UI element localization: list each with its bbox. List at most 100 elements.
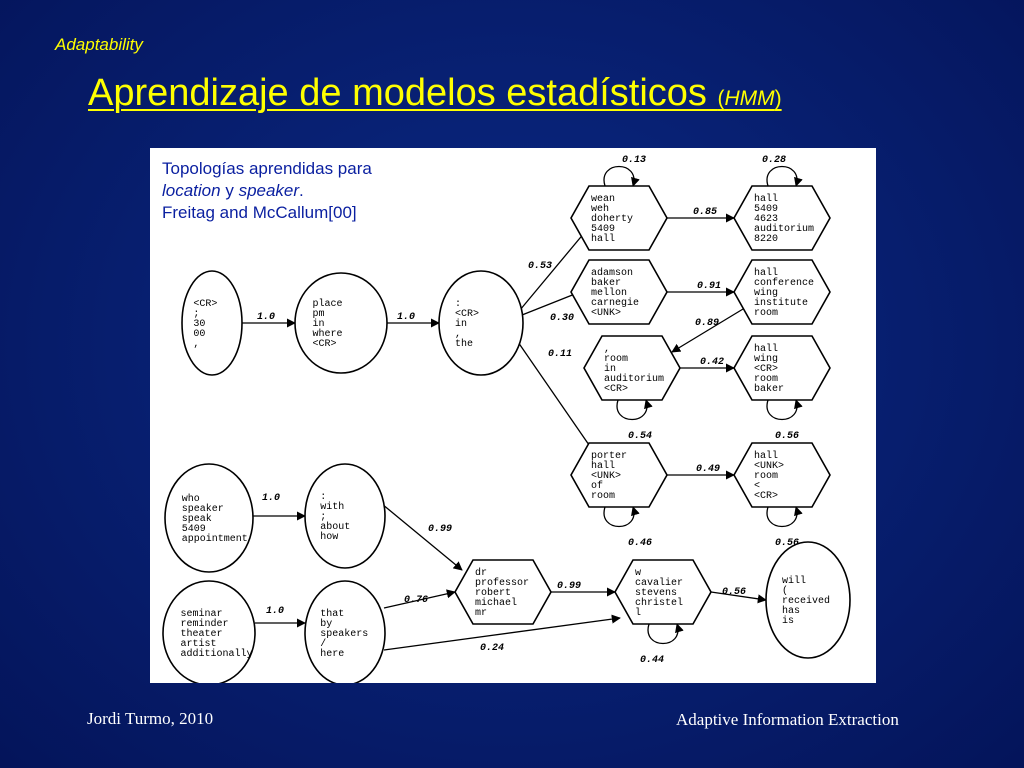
node-token-s5-3: michael (475, 597, 517, 609)
edges-layer (242, 165, 803, 651)
node-token-n1-3: 00 (193, 329, 205, 340)
node-token-s1-2: speak (182, 513, 212, 525)
node-shape-h4 (733, 259, 831, 325)
node-token-h1-0: wean (591, 194, 615, 205)
node-shape-n1 (181, 270, 243, 376)
labels-layer: 1.0 1.0 0.53 0.30 0.11 0.85 0.91 0.89 0.42 0.49 0.… (257, 155, 799, 666)
transition-prob-s3_s4: 1.0 (266, 606, 284, 617)
node-token-s4-3: / (320, 638, 326, 650)
node-token-h7-1: hall (591, 460, 615, 472)
node-token-s3-0: seminar (180, 608, 222, 620)
node-shape-s1 (164, 463, 254, 573)
node-token-s7-0: will (782, 575, 806, 587)
node-token-n2-3: where (312, 328, 342, 340)
node-token-h4-2: wing (754, 287, 778, 299)
transition-prob-h7_h8: 0.49 (696, 464, 720, 475)
node-token-s2-0: : (320, 492, 326, 503)
transition-prob-n3_h7: 0.11 (548, 349, 572, 360)
diagram-panel: Topologías aprendidas para location y sp… (150, 148, 876, 683)
node-token-h8-2: room (754, 471, 778, 482)
node-token-n2-1: pm (312, 309, 324, 320)
transition-prob-n2_n3: 1.0 (397, 312, 415, 323)
node-shape-h3 (570, 259, 668, 325)
node-token-h6-1: wing (754, 353, 778, 365)
transition-prob-n3_h1: 0.53 (528, 261, 552, 272)
transition-prob-h4_h5: 0.89 (695, 318, 719, 329)
node-token-s3-2: theater (180, 628, 222, 640)
node-token-h4-4: room (754, 308, 778, 319)
node-token-n3-0: : (455, 299, 461, 310)
node-token-s3-4: additionally (180, 648, 252, 660)
hmm-topology-diagram: <CR>;3000,placepminwhere<CR>:<CR>in,thew… (162, 155, 851, 683)
node-token-h2-1: 5409 (754, 204, 778, 215)
node-shape-h5 (583, 335, 681, 401)
transition-prob-s4_s6: 0.24 (480, 643, 504, 654)
self-loop-prob-loop_h8: 0.56 (775, 538, 799, 549)
transition-prob-s2_s5: 0.99 (428, 524, 452, 535)
node-token-s3-1: reminder (180, 618, 228, 630)
transition-prob-s4_s5: 0.76 (404, 595, 428, 606)
node-token-s7-1: ( (782, 585, 788, 597)
node-token-s6-4: l (635, 607, 641, 619)
node-token-n1-2: 30 (193, 319, 205, 330)
node-token-s6-0: w (635, 568, 641, 579)
node-token-h8-0: hall (754, 450, 778, 462)
node-shape-h8 (733, 442, 831, 508)
node-token-s1-3: 5409 (182, 524, 206, 535)
node-token-h5-3: auditorium (604, 373, 664, 385)
node-token-h5-1: room (604, 354, 628, 365)
node-token-h2-3: auditorium (754, 223, 814, 235)
node-token-n2-2: in (312, 318, 324, 330)
caption-line-2: location y speaker. (162, 180, 462, 202)
node-token-h3-3: carnegie (591, 297, 639, 309)
node-token-n3-3: , (455, 329, 461, 340)
node-token-n2-4: <CR> (312, 339, 336, 350)
transition-prob-h1_h2: 0.85 (693, 207, 717, 218)
transition-prob-h3_h4: 0.91 (697, 281, 721, 292)
transition-s4_s6 (383, 614, 621, 651)
node-token-h4-1: conference (754, 277, 814, 289)
caption-line-1: Topologías aprendidas para (162, 159, 372, 178)
node-token-h2-0: hall (754, 193, 778, 205)
self-loop-prob-loop_h5: 0.54 (628, 431, 652, 442)
state-node-n3: :<CR>in,the (438, 270, 524, 376)
node-token-h7-3: of (591, 480, 603, 492)
caption-term-location: location (162, 181, 221, 200)
node-token-h6-0: hall (754, 343, 778, 355)
node-token-h3-1: baker (591, 277, 621, 289)
node-token-h2-4: 8220 (754, 234, 778, 245)
slide-title: Aprendizaje de modelos estadísticos (HMM… (88, 72, 782, 115)
node-token-s4-4: here (320, 648, 344, 660)
transition-s2_s5 (381, 503, 463, 571)
self-loop-prob-loop_h1: 0.13 (622, 155, 646, 166)
node-token-h1-4: hall (591, 233, 615, 245)
node-token-s7-4: is (782, 615, 794, 627)
node-token-h3-4: <UNK> (591, 308, 621, 319)
node-token-h6-3: room (754, 374, 778, 385)
self-loop-loop_h7 (603, 506, 640, 528)
transition-prob-n3_h3: 0.30 (550, 313, 574, 324)
transition-prob-h5_h6: 0.42 (700, 357, 724, 368)
node-shape-h7 (570, 442, 668, 508)
node-token-n3-4: the (455, 338, 473, 350)
nodes-layer: <CR>;3000,placepminwhere<CR>:<CR>in,thew… (162, 185, 851, 683)
caption-line-3: Freitag and McCallum[00] (162, 203, 357, 222)
self-loop-loop_h5 (616, 399, 653, 421)
node-token-s1-4: appointment (182, 533, 248, 545)
node-token-h7-2: <UNK> (591, 471, 621, 482)
node-shape-s7 (765, 541, 851, 659)
caption-conj: y (220, 181, 239, 200)
footer-author: Jordi Turmo, 2010 (87, 709, 214, 728)
node-token-h8-1: <UNK> (754, 461, 784, 472)
node-token-n1-4: , (193, 339, 199, 350)
self-loop-loop_h6 (766, 399, 803, 421)
node-token-s4-1: by (320, 618, 332, 630)
node-token-s1-0: who (182, 493, 200, 505)
